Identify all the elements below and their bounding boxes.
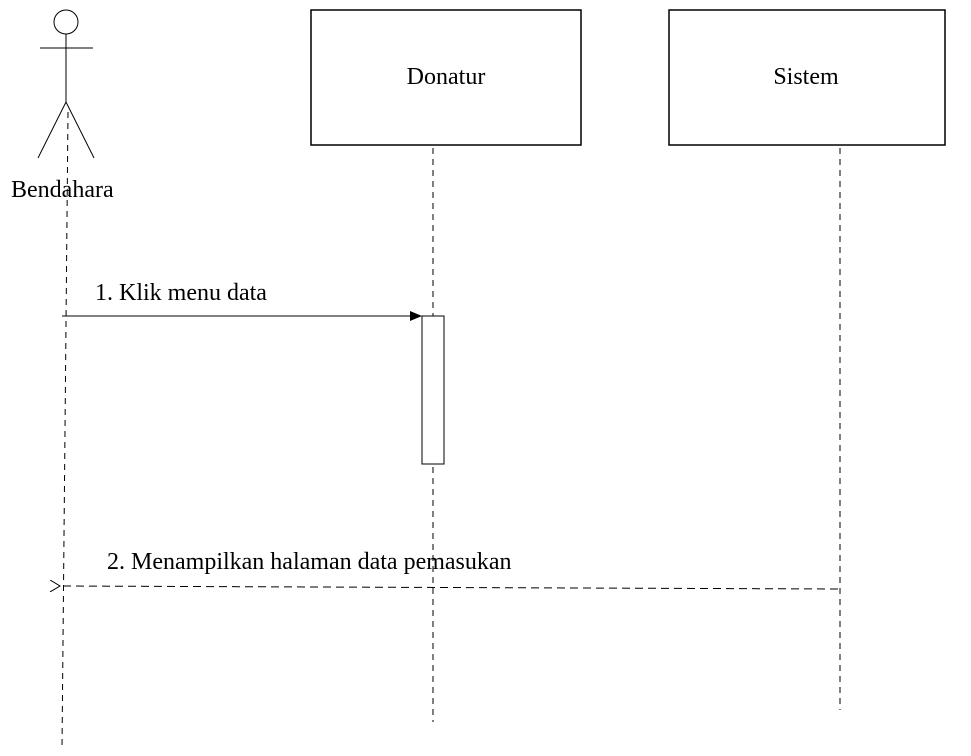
message-1: 1. Klik menu data (62, 280, 422, 321)
object-donatur: Donatur (310, 9, 582, 146)
object-label-sistem: Sistem (773, 64, 839, 90)
lifeline-bendahara (61, 111, 69, 749)
actor-label: Bendahara (11, 177, 114, 203)
message-2: 2. Menampilkan halaman data pemasukan (60, 549, 839, 589)
object-sistem: Sistem (668, 9, 946, 146)
activation-bar-donatur (421, 315, 445, 465)
object-label-donatur: Donatur (407, 64, 486, 90)
stick-figure-icon (37, 9, 95, 159)
message-label-1: 1. Klik menu data (95, 280, 267, 306)
object-box-donatur (310, 9, 582, 146)
message-label-2: 2. Menampilkan halaman data pemasukan (107, 549, 512, 575)
message-arrow-2 (60, 586, 839, 589)
object-box-sistem (668, 9, 946, 146)
actor-bendahara: Bendahara (11, 9, 114, 203)
